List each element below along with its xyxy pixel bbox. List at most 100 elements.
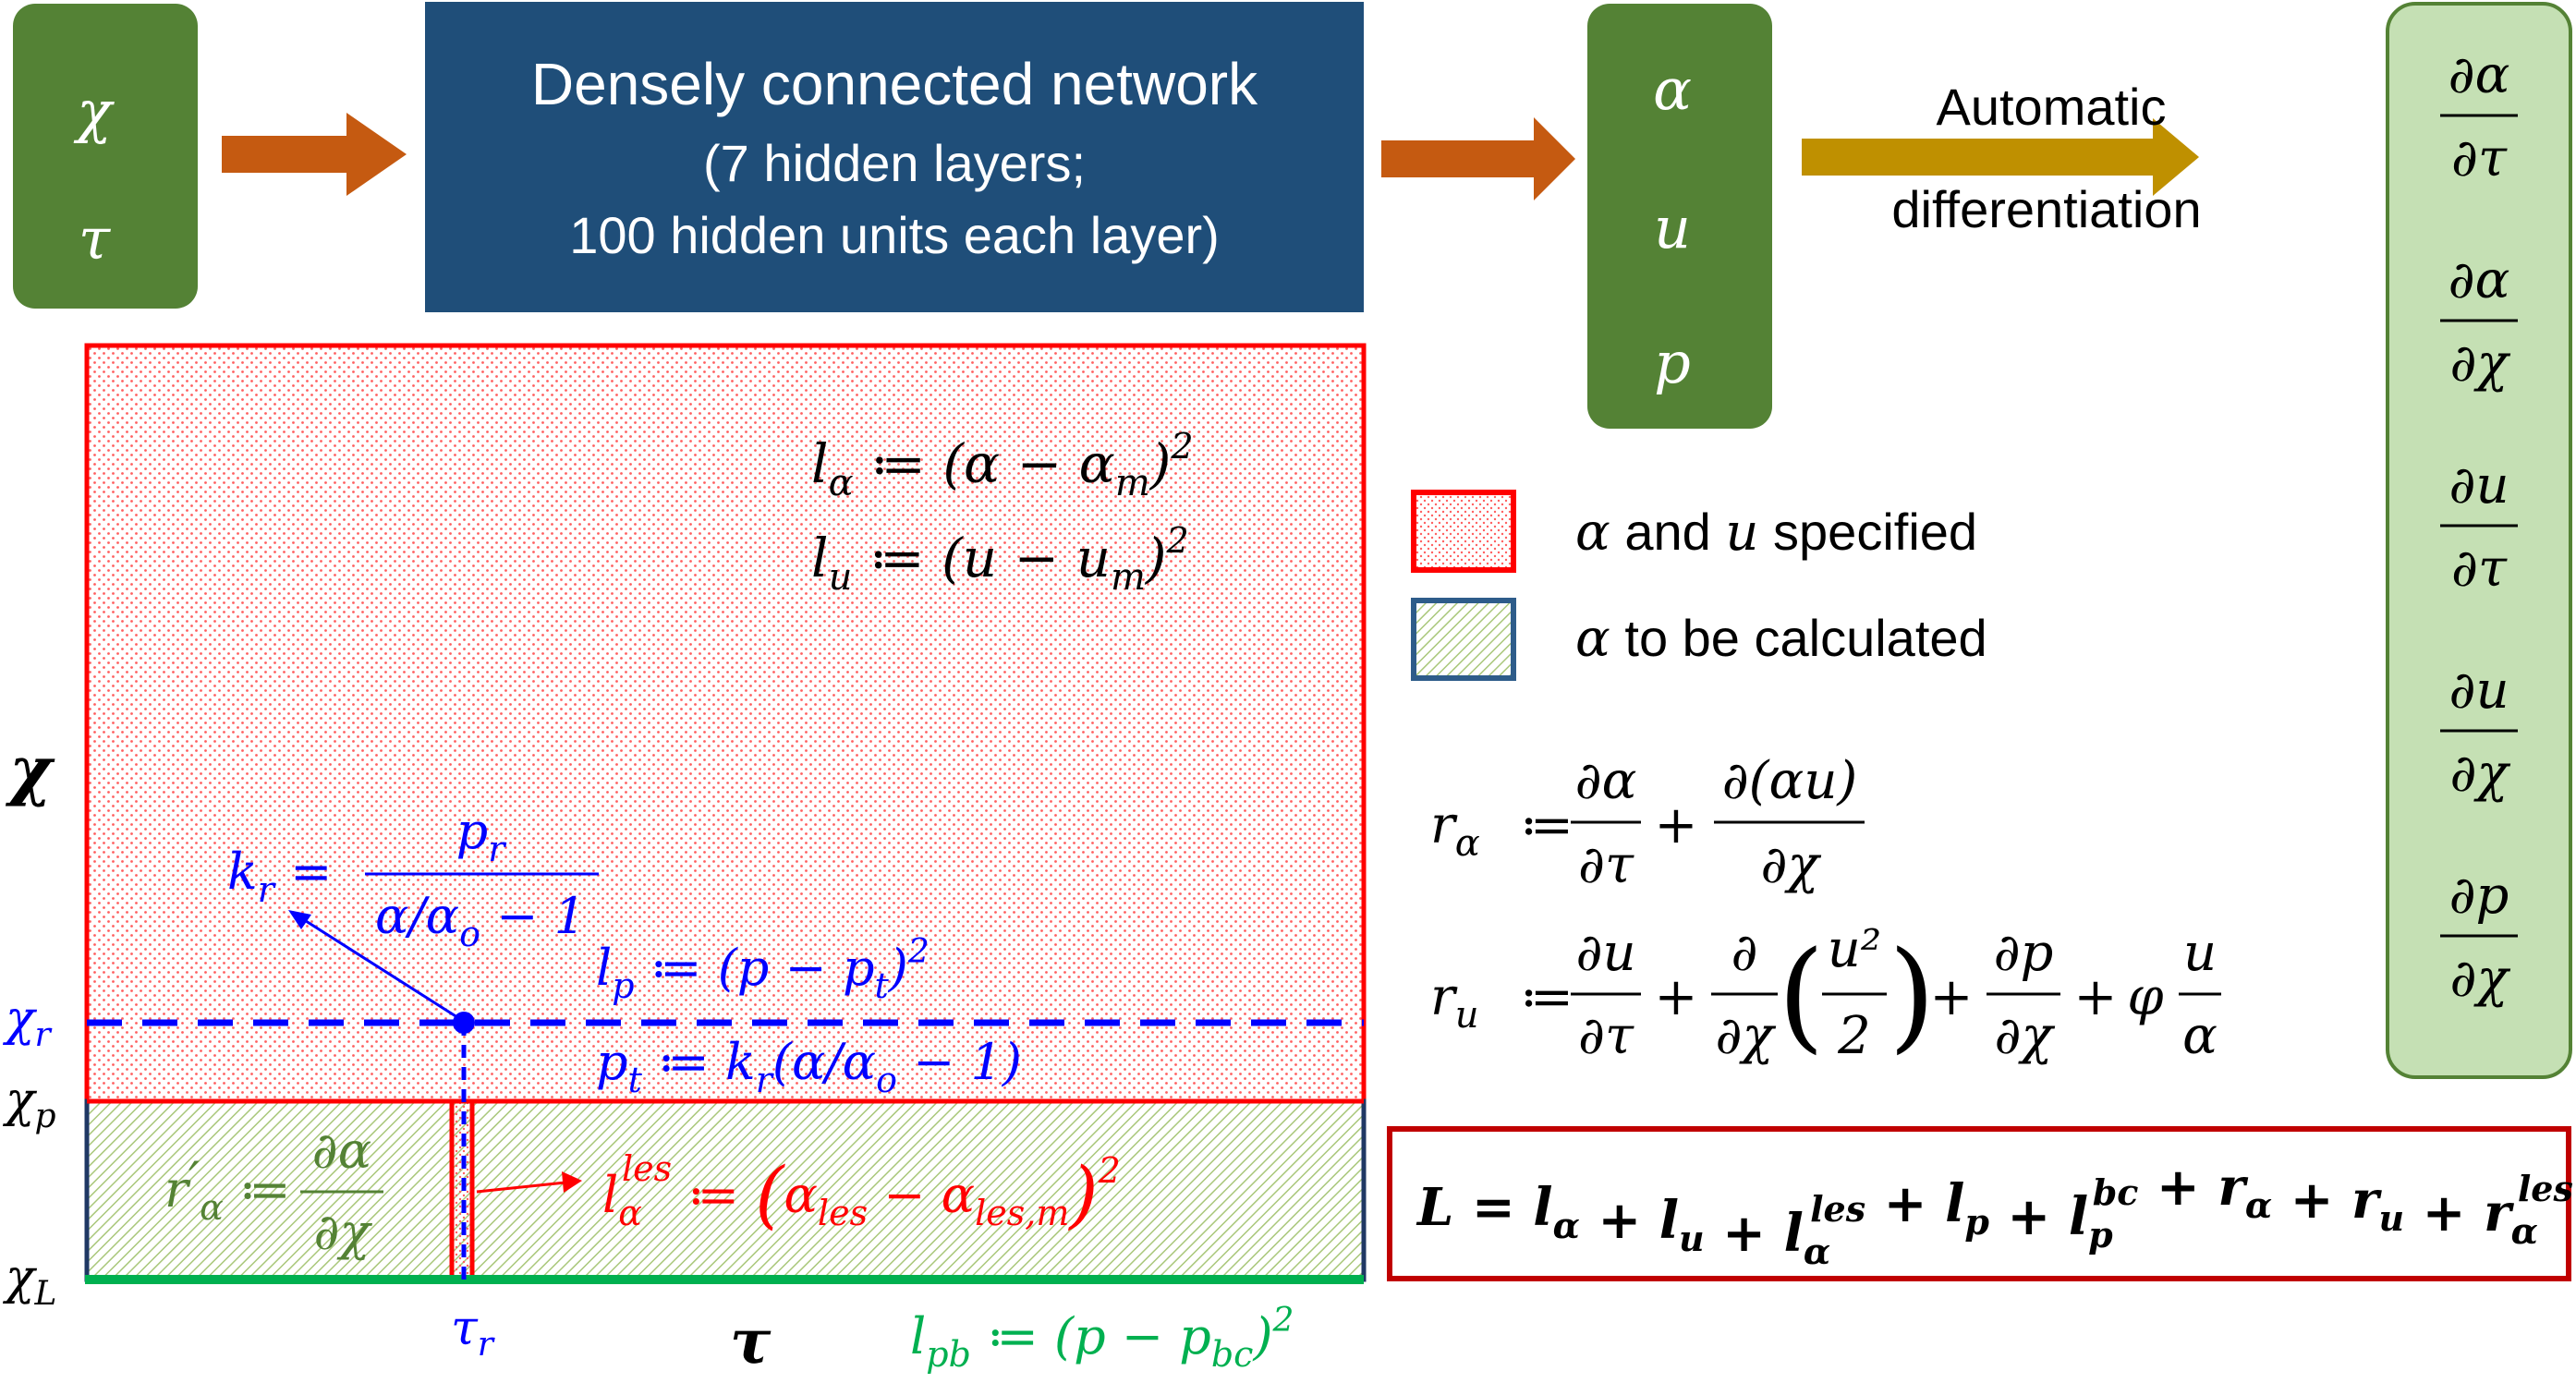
svg-text:+: +: [1655, 795, 1698, 855]
arrow-network-to-output: [1381, 117, 1575, 200]
derivative-4: ∂p ∂χ: [2440, 866, 2518, 1009]
derivative-numerator: ∂α: [2448, 250, 2510, 310]
input-box: χ τ: [13, 4, 198, 309]
loss-term-6: r: [2351, 1170, 2382, 1231]
r-u-eq: ru ≔ ∂u ∂τ + ∂ ∂χ ( u² 2 ) + ∂p ∂χ + φ u…: [1430, 919, 2221, 1066]
svg-text:∂χ: ∂χ: [1716, 1006, 1777, 1066]
network-units: 100 hidden units each layer): [569, 206, 1220, 264]
svg-text:+: +: [1930, 967, 1974, 1027]
svg-text:u²: u²: [1828, 919, 1882, 979]
svg-text:∂α: ∂α: [1575, 751, 1637, 811]
legend-swatch-calculated: [1411, 598, 1516, 681]
calculated-region: [84, 1098, 1367, 1282]
network-layers: (7 hidden layers;: [703, 134, 1086, 192]
chi-p-label: χp: [2, 1073, 56, 1135]
derivative-0: ∂α ∂τ: [2440, 45, 2518, 188]
svg-text:∂χ: ∂χ: [314, 1203, 373, 1261]
svg-text:lp ≔ (p − pt)2: lp ≔ (p − pt)2: [596, 933, 930, 1006]
svg-text:lα ≔ (α − αm)2: lα ≔ (α − αm)2: [811, 426, 1194, 504]
derivative-2: ∂u ∂τ: [2440, 455, 2518, 599]
arrow-input-to-network: [222, 113, 407, 196]
svg-text:ru: ru: [1430, 967, 1479, 1037]
svg-text:rα: rα: [1430, 795, 1480, 865]
svg-text:∂(αu): ∂(αu): [1722, 751, 1858, 811]
arrow-autodiff: Automatic differentiation: [1802, 78, 2202, 238]
svg-text:α: α: [2182, 1006, 2218, 1066]
svg-text:kr =: kr =: [227, 843, 332, 910]
derivative-numerator: ∂u: [2448, 455, 2509, 516]
output-p: p: [1654, 329, 1691, 396]
svg-text:∂τ: ∂τ: [1578, 1006, 1634, 1066]
derivative-3: ∂u ∂χ: [2440, 661, 2518, 804]
svg-text:α/αo − 1: α/αo − 1: [375, 887, 586, 954]
loss-term-3: l: [1945, 1173, 1964, 1234]
derivative-denominator: ∂χ: [2450, 334, 2511, 394]
l-pb-eq: lpb ≔ (p − pbc)2: [910, 1302, 1294, 1375]
derivative-denominator: ∂τ: [2451, 128, 2508, 188]
input-tau: τ: [79, 205, 112, 273]
derivative-numerator: ∂p: [2449, 866, 2509, 926]
domain-plot: [84, 343, 1367, 1284]
r-alpha-eq: rα ≔ ∂α ∂τ + ∂(αu) ∂χ: [1430, 751, 1865, 895]
svg-text:lu ≔ (u − um)2: lu ≔ (u − um)2: [811, 520, 1189, 599]
loss-term-4: l: [2069, 1186, 2088, 1247]
svg-text:∂χ: ∂χ: [1995, 1006, 2056, 1066]
p-t-eq: pt ≔ kr(α/αo − 1): [596, 1033, 1022, 1100]
total-loss-eq: L = lα + lu + lαles + lp + lpbc + rα + r…: [1416, 1157, 2573, 1272]
l-alpha-eq: lα ≔ (α − αm)2: [811, 426, 1194, 504]
svg-text:∂τ: ∂τ: [1578, 835, 1634, 895]
loss-term-7: r: [2484, 1183, 2514, 1243]
legend: α and u specified α to be calculated: [1411, 490, 1987, 681]
chi-r-label: χr: [2, 991, 53, 1054]
svg-text:∂: ∂: [1732, 923, 1758, 983]
svg-text:pt ≔ kr(α/αo − 1): pt ≔ kr(α/αo − 1): [596, 1033, 1022, 1100]
tau-r-label: τr: [451, 1301, 495, 1364]
legend-specified-label: α and u specified: [1575, 503, 1977, 563]
output-alpha: α: [1653, 55, 1692, 123]
l-u-eq: lu ≔ (u − um)2: [811, 520, 1189, 599]
svg-text:∂α: ∂α: [312, 1122, 371, 1180]
total-loss-box: L = lα + lu + lαles + lp + lpbc + rα + r…: [1387, 1126, 2573, 1281]
loss-term-2: l: [1784, 1203, 1804, 1264]
legend-swatch-specified: [1411, 490, 1516, 573]
legend-calculated-label: α to be calculated: [1575, 609, 1987, 669]
loss-term-5: r: [2218, 1157, 2248, 1218]
network-box: Densely connected network (7 hidden laye…: [425, 2, 1364, 312]
derivatives-box: ∂α ∂τ ∂α ∂χ ∂u ∂τ ∂u ∂χ ∂p ∂χ: [2386, 2, 2572, 1079]
svg-text:2: 2: [1837, 1006, 1871, 1066]
svg-text:∂p: ∂p: [1994, 923, 2054, 983]
chi-L-label: χL: [2, 1250, 56, 1313]
svg-text:≔: ≔: [1520, 795, 1574, 855]
svg-text:≔: ≔: [1520, 967, 1574, 1027]
r-alpha-prime-eq: r′α ≔ ∂α ∂χ: [164, 1122, 383, 1261]
loss-L: L: [1416, 1177, 1453, 1238]
k-r-eq: kr = pr α/αo − 1: [227, 802, 599, 954]
svg-text:lαles ≔ (αles − αles,m)2: lαles ≔ (αles − αles,m)2: [602, 1148, 1121, 1237]
svg-text:): ): [1889, 925, 1936, 1065]
loss-term-0: l: [1533, 1177, 1552, 1238]
output-u: u: [1654, 194, 1691, 261]
derivative-denominator: ∂τ: [2451, 539, 2508, 599]
network-title: Densely connected network: [531, 51, 1258, 117]
svg-text:lpb ≔ (p − pbc)2: lpb ≔ (p − pbc)2: [910, 1302, 1294, 1375]
svg-text:φ: φ: [2127, 967, 2163, 1027]
svg-text:+: +: [1655, 967, 1698, 1027]
svg-text:∂u: ∂u: [1575, 923, 1635, 983]
svg-text:+: +: [2074, 967, 2118, 1027]
input-chi: χ: [73, 78, 115, 145]
svg-text:u: u: [2183, 923, 2217, 983]
derivative-numerator: ∂α: [2448, 45, 2510, 105]
derivative-denominator: ∂χ: [2450, 744, 2511, 804]
specified-region: [84, 343, 1367, 1104]
derivative-1: ∂α ∂χ: [2440, 250, 2518, 394]
svg-text:(: (: [1778, 925, 1825, 1065]
output-box: α u p: [1587, 4, 1772, 429]
svg-text:pr: pr: [456, 802, 508, 869]
derivative-numerator: ∂u: [2448, 661, 2509, 721]
svg-text:∂χ: ∂χ: [1761, 835, 1822, 895]
autodiff-label-1: Automatic: [1937, 78, 2167, 136]
derivative-denominator: ∂χ: [2450, 949, 2511, 1009]
l-p-eq: lp ≔ (p − pt)2: [596, 933, 930, 1006]
loss-term-1: l: [1659, 1190, 1679, 1251]
